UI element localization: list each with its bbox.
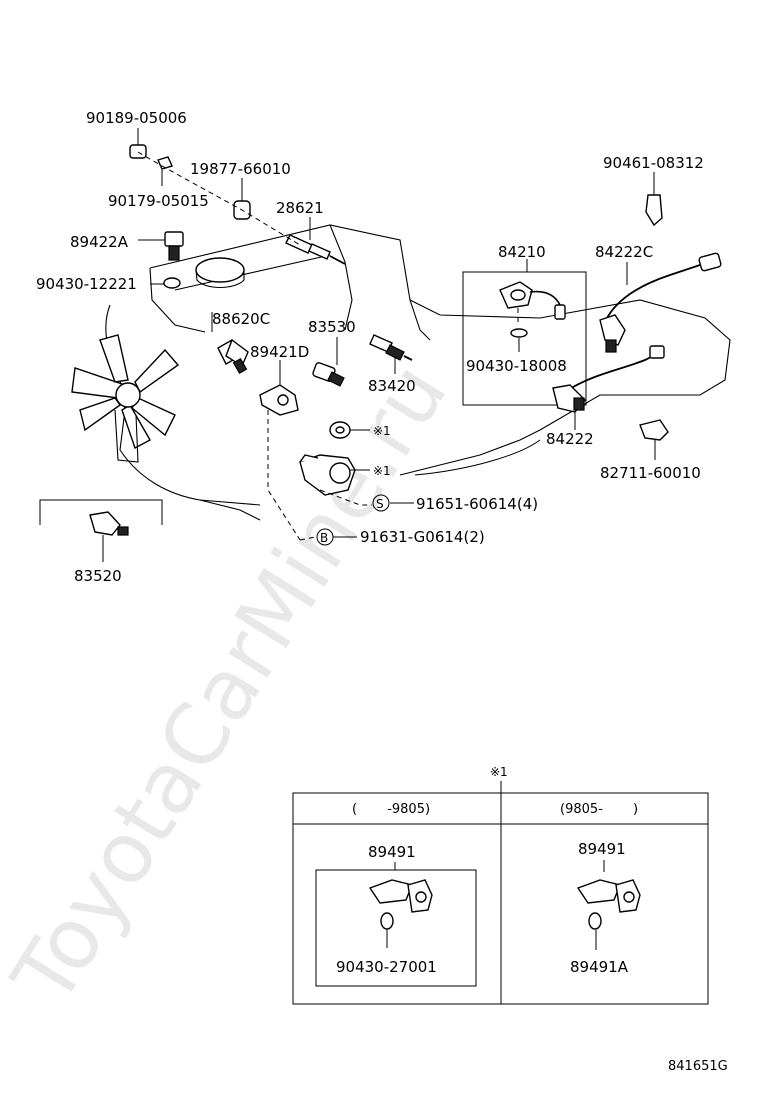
table-col2-sub: 89491A	[570, 958, 629, 976]
label-19877-66010: 19877-66010	[190, 160, 291, 178]
harness-84222C-icon	[599, 252, 722, 353]
label-28621: 28621	[276, 199, 324, 217]
bolt-s-letter: S	[376, 497, 384, 511]
bolt-b-marker	[316, 528, 334, 546]
sensor-89421D-icon	[259, 360, 299, 416]
label-82711-60010: 82711-60010	[600, 464, 701, 482]
table-col1-part: 89491	[368, 843, 416, 861]
sensor-89422A-icon	[138, 231, 184, 261]
sensor-28621-icon	[285, 217, 346, 265]
fan-icon	[71, 334, 180, 463]
marker-ref1-assembly: ※1	[373, 464, 391, 478]
label-83520: 83520	[74, 567, 122, 585]
nut-90179-05015-icon	[157, 156, 173, 186]
label-83420: 83420	[368, 377, 416, 395]
label-89421D: 89421D	[250, 343, 309, 361]
sensor-89491-left-icon	[368, 879, 433, 948]
sender-83420-icon	[369, 334, 413, 374]
label-88620C: 88620C	[212, 310, 270, 328]
marker-ref1-washer: ※1	[373, 424, 391, 438]
variant-table	[292, 792, 709, 1005]
part-84210-box	[462, 271, 587, 406]
label-90179-05015: 90179-05015	[108, 192, 209, 210]
label-84210: 84210	[498, 243, 546, 261]
part-83520-bracket	[39, 499, 163, 525]
label-84222C: 84222C	[595, 243, 653, 261]
label-84222: 84222	[546, 430, 594, 448]
table-col2-header: (9805- )	[560, 802, 638, 817]
clamp-82711-60010-icon	[639, 419, 669, 460]
label-90430-12221: 90430-12221	[36, 275, 137, 293]
gasket-90430-12221-icon	[150, 277, 181, 289]
cap-90189-05006-icon	[129, 128, 147, 159]
label-91631-G0614: 91631-G0614(2)	[360, 528, 485, 546]
table-col1-sub: 90430-27001	[336, 958, 437, 976]
diagram-code: 841651G	[668, 1059, 728, 1074]
table-col2-part: 89491	[578, 840, 626, 858]
table-col1-subbox	[315, 869, 477, 987]
label-90461-08312: 90461-08312	[603, 154, 704, 172]
cam-sensor-assembly-icon	[299, 454, 370, 496]
switch-83520-icon	[89, 511, 129, 562]
label-91651-60614: 91651-60614(4)	[416, 495, 538, 513]
sensor-88620C-icon	[211, 312, 249, 375]
label-90430-18008: 90430-18008	[466, 357, 567, 375]
label-83530: 83530	[308, 318, 356, 336]
table-col1-header: ( -9805)	[352, 802, 430, 817]
switch-83530-icon	[312, 337, 345, 387]
label-90189-05006: 90189-05006	[86, 109, 187, 127]
bolt-s-marker	[372, 494, 390, 512]
sensor-89491-right-icon	[576, 879, 641, 950]
bolt-b-letter: B	[320, 531, 328, 545]
engine-block	[105, 224, 731, 521]
washer-ref1-icon	[329, 421, 370, 439]
boot-19877-66010-icon	[233, 178, 251, 220]
watermark: ToyotaCarMine.ru	[0, 346, 466, 1021]
switch-84222-icon	[552, 345, 665, 430]
clip-90461-08312-icon	[645, 172, 663, 227]
table-ref-marker: ※1	[490, 765, 508, 779]
label-89422A: 89422A	[70, 233, 129, 251]
switch-84210-icon	[499, 281, 566, 352]
